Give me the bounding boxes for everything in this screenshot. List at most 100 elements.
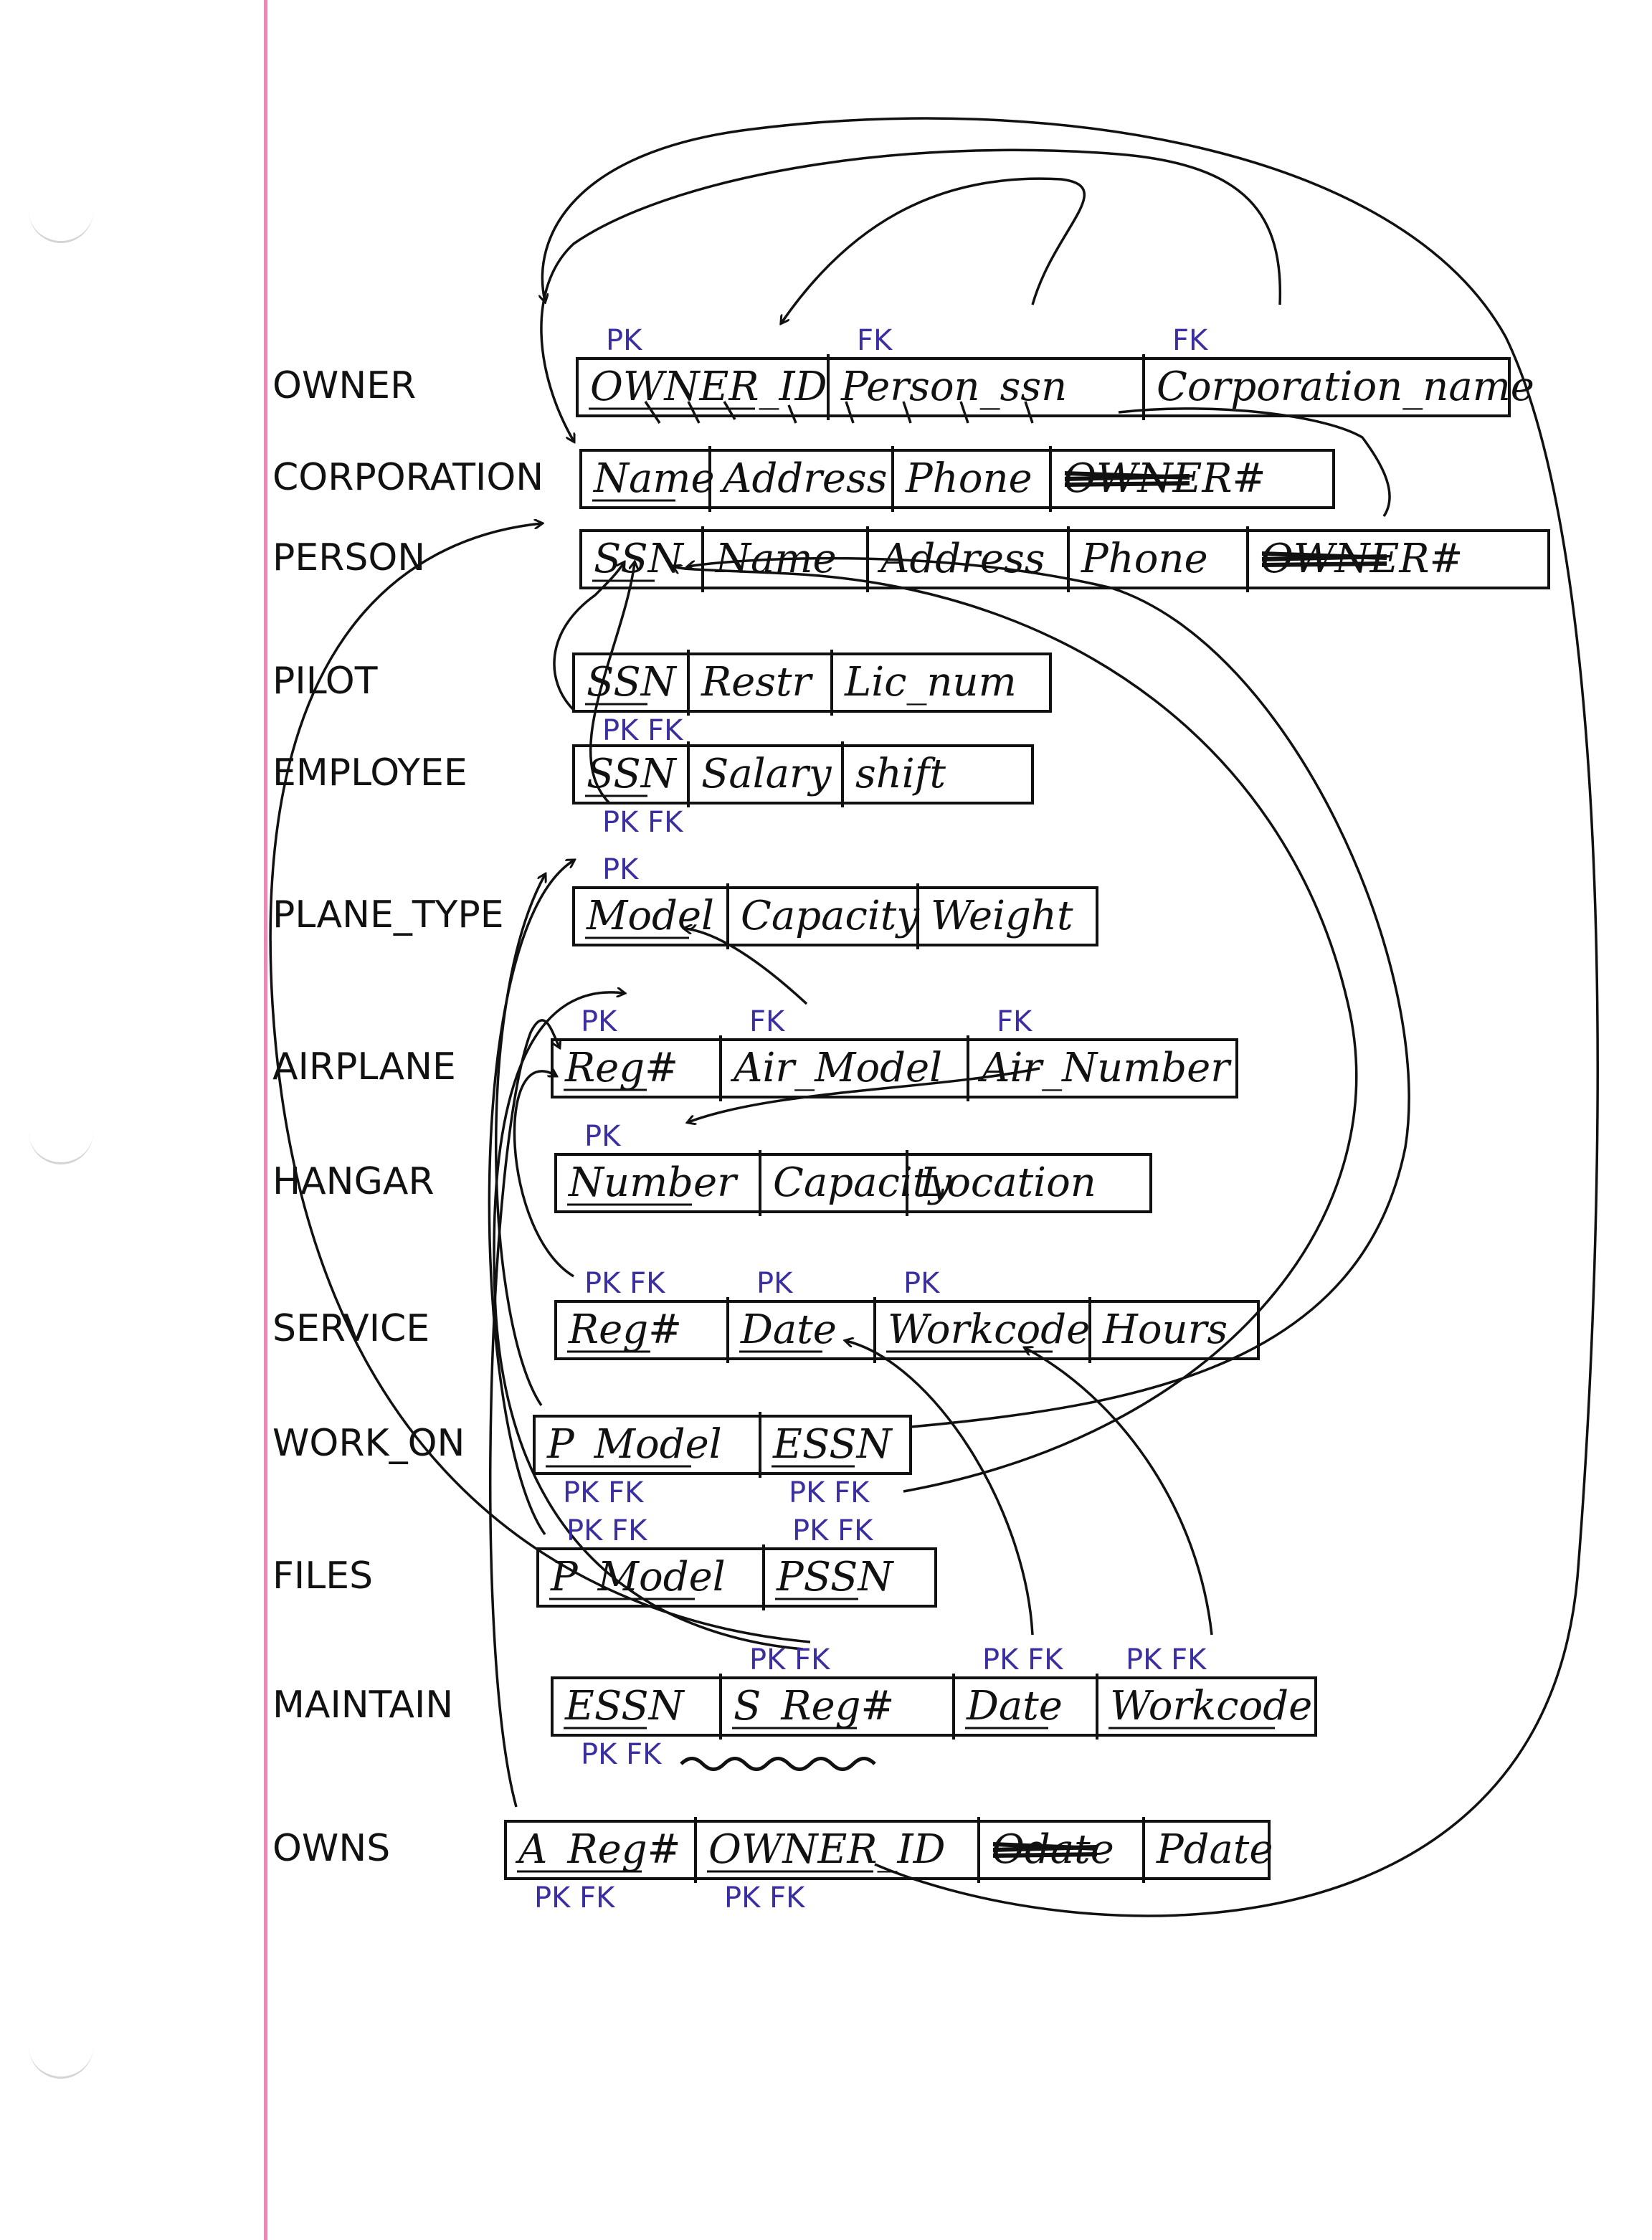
key-marker: PK FK — [602, 714, 684, 747]
fk-arrow-air-model — [685, 929, 808, 1005]
relation-name: EMPLOYEE — [272, 751, 467, 794]
attribute-owner-: OWNER# — [1246, 526, 1463, 592]
attribute-name: PSSN — [776, 1554, 894, 1600]
fk-arrow-workon-model — [495, 875, 545, 1406]
relation-box — [572, 744, 1034, 805]
attribute-phone: Phone — [1067, 526, 1208, 592]
relation-box — [554, 1300, 1260, 1360]
relation-box — [533, 1415, 912, 1475]
relation-files: FILES P_Model PK FK PSSN PK FK — [272, 1514, 937, 1610]
attribute-name: P_Model — [546, 1421, 722, 1468]
attribute-name: Name — [592, 455, 715, 502]
attribute-name: Capacity — [741, 893, 920, 939]
maintain-squiggle — [680, 1757, 876, 1771]
strikeout-scribble — [992, 1842, 1098, 1858]
key-marker: PK — [903, 1267, 941, 1300]
attribute-name: SSN — [587, 659, 678, 706]
attribute-name: Lic_num — [844, 659, 1017, 706]
attribute-name: S_Reg# — [734, 1683, 894, 1729]
attribute-owner-: OWNER# — [1049, 446, 1266, 512]
attribute-name: ESSN — [564, 1683, 685, 1729]
attribute-lic-num: Lic_num — [830, 650, 1017, 716]
attribute-name: Corporation_name — [1157, 364, 1534, 410]
strikeout-scribble — [1064, 471, 1190, 487]
key-marker: PK FK — [1126, 1643, 1207, 1676]
attribute-name: Address — [877, 536, 1045, 582]
fk-arrow-owns-owner-id — [542, 117, 1599, 1917]
relation-box — [572, 652, 1052, 713]
attribute-name: Name — [701, 526, 837, 592]
relation-name: CORPORATION — [272, 456, 543, 499]
attribute-name: Location — [919, 1159, 1096, 1206]
relation-box — [579, 529, 1550, 589]
attribute-name: P_Model — [550, 1554, 726, 1600]
attribute-name: Workcode — [1110, 1683, 1312, 1729]
attribute-name: Workcode — [888, 1306, 1090, 1353]
attribute-essn: ESSN PK FK — [564, 1683, 685, 1771]
attribute-pssn: PSSN PK FK — [762, 1514, 894, 1610]
attribute-name: Pdate — [1156, 1826, 1273, 1873]
relation-box — [536, 1547, 937, 1608]
key-marker: PK — [606, 324, 643, 357]
margin-line — [264, 0, 267, 2240]
key-marker: PK FK — [724, 1881, 806, 1914]
owner-ticks — [644, 401, 1034, 424]
attribute-ssn: SSN PK FK — [585, 659, 684, 747]
attribute-p-model: P_Model PK FK — [549, 1514, 726, 1600]
key-marker: PK FK — [792, 1514, 874, 1547]
relation-person: PERSONSSNNameAddressPhoneOWNER# — [272, 526, 1550, 592]
key-marker: PK — [602, 853, 640, 886]
relation-box — [572, 886, 1098, 946]
fk-arrow-maintain-date — [846, 1341, 1034, 1636]
attribute-hours: Hours — [1088, 1297, 1228, 1363]
binder-hole — [29, 1122, 93, 1164]
attribute-name: Air_Number — [977, 1045, 1232, 1091]
attribute-odate: Odate — [977, 1817, 1114, 1883]
attribute-name: OWNER_ID — [590, 364, 827, 410]
attribute-name: Air_Model — [730, 1045, 942, 1091]
binder-hole — [29, 2036, 93, 2079]
key-marker: PK FK — [566, 1514, 648, 1547]
attribute-name: Number — [567, 1159, 739, 1206]
attribute-name: Salary — [701, 751, 832, 797]
attribute-weight: Weight — [916, 883, 1073, 949]
attribute-reg-: Reg#PK — [564, 1005, 678, 1091]
relation-name: SERVICE — [272, 1307, 429, 1350]
key-marker: PK FK — [563, 1476, 645, 1509]
key-marker: PK FK — [581, 1738, 663, 1771]
relation-box — [576, 357, 1511, 417]
fk-arrow-owns-areg — [489, 1019, 559, 1808]
attribute-name: Phone — [1081, 536, 1208, 582]
attribute-name: Capacity — [773, 1159, 952, 1206]
attribute-address: Address — [708, 446, 888, 512]
attribute-workcode: Workcode PK FK — [1096, 1643, 1312, 1740]
attribute-name: shift — [855, 751, 946, 797]
relation-name: PILOT — [272, 660, 378, 703]
relation-name: PLANE_TYPE — [272, 893, 504, 936]
attribute-a-reg-: A_Reg#PK FK — [515, 1826, 681, 1914]
key-marker: PK FK — [789, 1476, 870, 1509]
key-marker: FK — [1172, 324, 1209, 357]
attribute-pdate: Pdate — [1142, 1817, 1273, 1883]
attribute-capacity: Capacity — [726, 883, 920, 949]
attribute-shift: shift — [841, 741, 946, 807]
attribute-name: Reg# — [564, 1045, 678, 1091]
fk-arrow-air-number — [688, 1067, 1040, 1122]
attribute-ssn: SSN — [592, 536, 685, 582]
relation-name: FILES — [272, 1555, 373, 1598]
key-marker: PK FK — [749, 1643, 831, 1676]
